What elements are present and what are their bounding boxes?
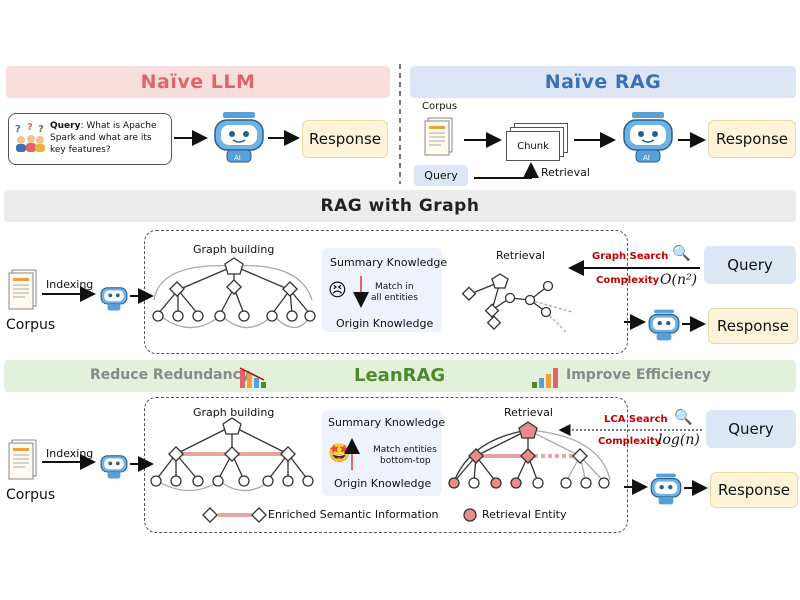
rag-retrieval-label: Retrieval (541, 166, 590, 179)
graph-complexity-label: Complexity (596, 275, 660, 286)
leanrag-title: LeanRAG (354, 365, 446, 386)
graph-retrieval-label: Retrieval (496, 249, 545, 262)
legend-entity-symbol (463, 508, 477, 522)
graph-retrieval-nodes (461, 273, 554, 330)
rag-document-icon (424, 117, 453, 156)
naive-rag-title: Naïve RAG (544, 71, 662, 93)
rag-response-box: Response (708, 120, 796, 158)
lean-graph-building-label: Graph building (193, 406, 275, 419)
bar-chart-down-icon (239, 367, 266, 388)
graph-query-box: Query (704, 246, 796, 284)
svg-text:AI: AI (234, 154, 241, 162)
graph-knowledge-box (322, 248, 442, 332)
rag-corpus-label: Corpus (422, 101, 458, 112)
svg-text:?: ? (27, 122, 33, 133)
robot-graph-answer-icon (648, 309, 680, 341)
robot-graph-index-icon (100, 287, 128, 311)
top-divider (399, 64, 401, 184)
people-question-icon: ? ? ? (15, 122, 45, 152)
lean-summary-label: Summary Knowledge (328, 416, 446, 429)
svg-text:?: ? (15, 124, 21, 135)
graph-corpus-label: Corpus (6, 317, 56, 333)
lean-origin-label: Origin Knowledge (334, 477, 432, 490)
rag-query-box: Query (414, 165, 468, 186)
graph-building-label: Graph building (193, 243, 275, 256)
chunk-box: Chunk (506, 131, 560, 161)
lean-graph-building-nodes (150, 417, 314, 487)
sad-face-icon: 😣 (328, 280, 347, 301)
legend-entity-label: Retrieval Entity (482, 508, 567, 521)
lean-complexity-value: log(n) (658, 432, 700, 448)
graph-response-box: Response (708, 308, 798, 344)
legend-enriched-symbol (202, 507, 267, 523)
graph-search-label: Graph Search (592, 251, 669, 262)
svg-text:AI: AI (643, 154, 650, 162)
graph-summary-label: Summary Knowledge (330, 256, 448, 269)
graph-complexity-value: O(n²) (660, 272, 698, 288)
leanrag-band (4, 360, 796, 392)
graph-retrieval-subgraph (469, 281, 573, 333)
naive-llm-title: Naïve LLM (140, 71, 256, 93)
lean-magnifier-icon: 🔍 (674, 408, 693, 426)
lean-complexity-label: Complexity (598, 436, 662, 447)
naive-rag-band: Naïve RAG (410, 66, 796, 98)
graph-match-line1: Match in (375, 282, 414, 292)
llm-query-label: Query (50, 121, 81, 131)
graph-origin-label: Origin Knowledge (336, 317, 434, 330)
lean-retrieval-nodes (448, 421, 610, 489)
naive-llm-band: Naïve LLM (6, 66, 390, 98)
graph-match-line2: all entities (371, 293, 418, 303)
lean-retrieval-label: Retrieval (504, 406, 553, 419)
robot-lean-answer-icon (650, 473, 682, 505)
lean-match-line2: bottom-top (380, 456, 431, 466)
arrow-query-to-chunk (474, 162, 539, 179)
llm-query-text: : What is Apache Spark and what are its … (50, 121, 157, 155)
magnifier-icon: 🔍 (672, 244, 691, 262)
improve-efficiency-label: Improve Efficiency (566, 367, 711, 383)
lean-knowledge-box (322, 410, 442, 496)
legend-enriched-label: Enriched Semantic Information (268, 508, 439, 521)
lean-corpus-doc-icon (8, 439, 37, 480)
lean-response-box: Response (710, 472, 798, 508)
lean-corpus-label: Corpus (6, 487, 56, 503)
graph-building-nodes (152, 257, 316, 322)
lean-match-line1: Match entities (373, 445, 437, 455)
graph-corpus-doc-icon (8, 269, 37, 310)
robot-llm-icon: AI (214, 112, 264, 163)
llm-query-card: ? ? ? Query: What is Apache Spark and wh… (8, 113, 172, 165)
rag-graph-band: RAG with Graph (4, 190, 796, 222)
reduce-redundancy-label: Reduce Redundancy (90, 367, 251, 383)
llm-response-box: Response (302, 120, 388, 158)
rag-graph-title: RAG with Graph (320, 196, 480, 216)
robot-lean-index-icon (100, 455, 128, 479)
lca-search-label: LCA Search (604, 414, 668, 425)
robot-rag-icon: AI (623, 112, 673, 163)
lean-query-box: Query (706, 410, 796, 448)
svg-text:?: ? (38, 124, 44, 135)
bar-chart-up-icon (532, 368, 558, 388)
